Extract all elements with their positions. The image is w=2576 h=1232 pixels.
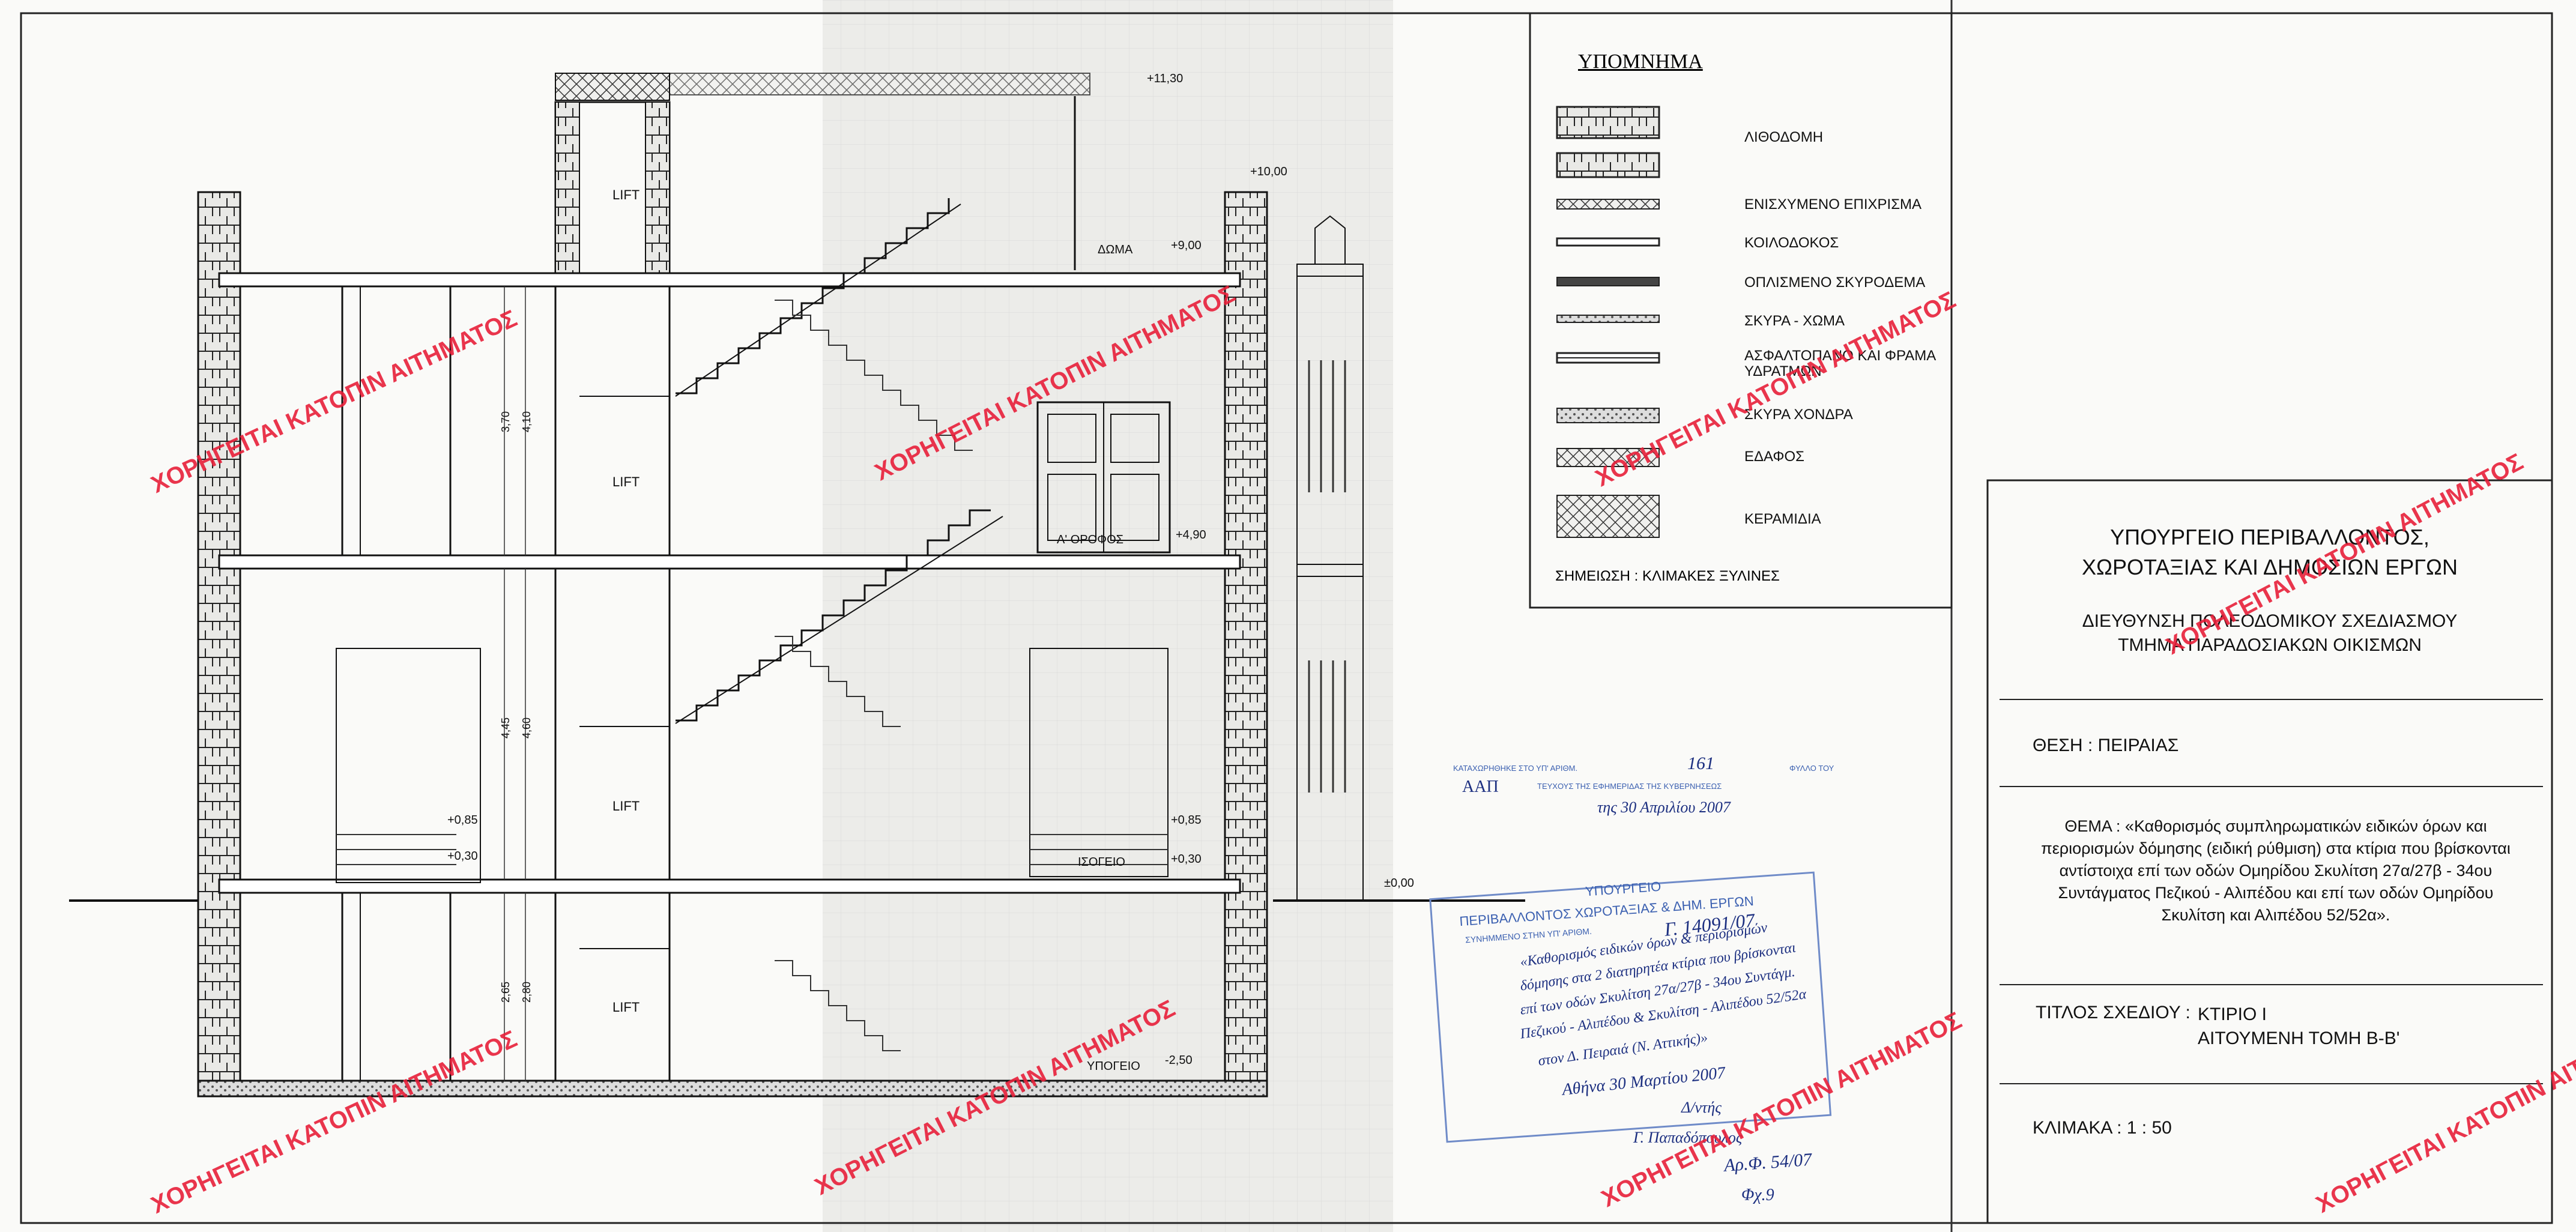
department-name: ΔΙΕΥΘΥΝΣΗ ΠΟΛΕΟΔΟΜΙΚΟΥ ΣΧΕΔΙΑΣΜΟΥ ΤΜΗΜΑ … <box>2000 609 2540 657</box>
elevation-label: ±0,00 <box>1384 877 1414 890</box>
elevation-label: +0,30 <box>1171 853 1202 866</box>
legend-item-reinforced-concrete: ΟΠΛΙΣΜΕΝΟ ΣΚΥΡΟΔΕΜΑ <box>1744 274 1926 291</box>
registry-aap: ΑΑΠ <box>1462 778 1499 796</box>
department-line-2: ΤΜΗΜΑ ΠΑΡΑΔΟΣΙΑΚΩΝ ΟΙΚΙΣΜΩΝ <box>2118 635 2422 655</box>
handwritten-role: Δ/ντής <box>1681 1099 1722 1116</box>
registry-stamp-line-2: ΤΕΥΧΟΥΣ ΤΗΣ ΕΦΗΜΕΡΙΔΑΣ ΤΗΣ ΚΥΒΕΡΝΗΣΕΩΣ <box>1537 782 1722 791</box>
room-label-lift: LIFT <box>612 799 640 814</box>
handwritten-signature-name: Γ. Παπαδόπουλος <box>1633 1129 1743 1146</box>
elevation-label: +0,30 <box>447 850 478 863</box>
registry-stamp-line-1b: ΦΥΛΛΟ ΤΟΥ <box>1789 764 1834 773</box>
legend-item-reinforced-plaster: ΕΝΙΣΧΥΜΕΝΟ ΕΠΙΧΡΙΣΜΑ <box>1744 196 1922 213</box>
dimension-label: 3,70 <box>500 411 512 432</box>
elevation-label: +4,90 <box>1176 528 1206 542</box>
registry-date: της 30 Απριλίου 2007 <box>1597 799 1731 816</box>
dimension-label: 4,10 <box>521 411 533 432</box>
legend-item-stonework: ΛΙΘΟΔΟΜΗ <box>1744 129 1824 145</box>
drawing-title-label: ΤΙΤΛΟΣ ΣΧΕΔΙΟΥ : <box>2036 1003 2191 1022</box>
legend-item-asphalt-barrier: ΑΣΦΑΛΤΟΠΑΝΟ ΚΑΙ ΦΡΑΜΑ ΥΔΡΑΤΜΩΝ <box>1744 348 1935 379</box>
legend-item-gravel-soil: ΣΚΥΡΑ - ΧΩΜΑ <box>1744 313 1845 329</box>
legend-title: ΥΠΟΜΝΗΜΑ <box>1578 50 1703 73</box>
room-label-ground-floor: ΙΣΟΓΕΙΟ <box>1078 856 1125 869</box>
room-label-lift: LIFT <box>612 474 640 489</box>
room-label-lift: LIFT <box>612 187 640 202</box>
dimension-label: 4,45 <box>500 717 512 738</box>
scale-field: ΚΛΙΜΑΚΑ : 1 : 50 <box>2033 1118 2172 1138</box>
elevation-label: -2,50 <box>1165 1054 1193 1067</box>
ministry-line-1: ΥΠΟΥΡΓΕΙΟ ΠΕΡΙΒΑΛΛΟΝΤΟΣ, <box>2110 525 2429 549</box>
legend-item-ground: ΕΔΑΦΟΣ <box>1744 448 1805 465</box>
location-field: ΘΕΣΗ : ΠΕΙΡΑΙΑΣ <box>2033 735 2179 755</box>
room-label-lift: LIFT <box>612 1000 640 1015</box>
drawing-title-value: ΚΤΙΡΙΟ Ι ΑΙΤΟΥΜΕΝΗ ΤΟΜΗ Β-Β' <box>2198 1003 2498 1051</box>
elevation-label: +10,00 <box>1250 165 1287 178</box>
ministry-line-2: ΧΩΡΟΤΑΞΙΑΣ ΚΑΙ ΔΗΜΟΣΙΩΝ ΕΡΓΩΝ <box>2082 555 2458 579</box>
room-label-basement: ΥΠΟΓΕΙΟ <box>1087 1060 1140 1073</box>
legend-item-roof-tiles: ΚΕΡΑΜΙΔΙΑ <box>1744 511 1821 527</box>
drawing-title-line-1: ΚΤΙΡΙΟ Ι <box>2198 1004 2267 1024</box>
drawing-title-line-2: ΑΙΤΟΥΜΕΝΗ ΤΟΜΗ Β-Β' <box>2198 1028 2400 1048</box>
dimension-label: 2,65 <box>500 981 512 1003</box>
dimension-label: 2,80 <box>521 981 533 1003</box>
registry-stamp-line-1: ΚΑΤΑΧΩΡΗΘΗΚΕ ΣΤΟ ΥΠ' ΑΡΙΘΜ. <box>1453 764 1578 773</box>
room-label-first-floor: Α' ΟΡΟΦΟΣ <box>1057 533 1124 546</box>
elevation-label: +9,00 <box>1171 239 1202 252</box>
room-label-roof: ΔΩΜΑ <box>1098 243 1133 256</box>
legend-item-hollow-beam: ΚΟΙΛΟΔΟΚΟΣ <box>1744 235 1839 251</box>
elevation-label: +0,85 <box>447 814 478 827</box>
handwritten-sheet-ref: Φχ.9 <box>1741 1186 1774 1204</box>
legend-item-coarse-gravel: ΣΚΥΡΑ ΧΟΝΔΡΑ <box>1744 406 1853 423</box>
registry-number: 161 <box>1687 753 1714 773</box>
elevation-label: +11,30 <box>1147 72 1184 85</box>
theme-description: ΘΕΜΑ : «Καθορισμός συμπληρωματικών ειδικ… <box>2041 817 2511 924</box>
legend-note: ΣΗΜΕΙΩΣΗ : ΚΛΙΜΑΚΕΣ ΞΥΛΙΝΕΣ <box>1555 568 1780 584</box>
department-line-1: ΔΙΕΥΘΥΝΣΗ ΠΟΛΕΟΔΟΜΙΚΟΥ ΣΧΕΔΙΑΣΜΟΥ <box>2082 611 2458 631</box>
ministry-name: ΥΠΟΥΡΓΕΙΟ ΠΕΡΙΒΑΛΛΟΝΤΟΣ, ΧΩΡΟΤΑΞΙΑΣ ΚΑΙ … <box>2000 522 2540 582</box>
dimension-label: 4,60 <box>521 717 533 738</box>
elevation-label: +0,85 <box>1171 814 1202 827</box>
